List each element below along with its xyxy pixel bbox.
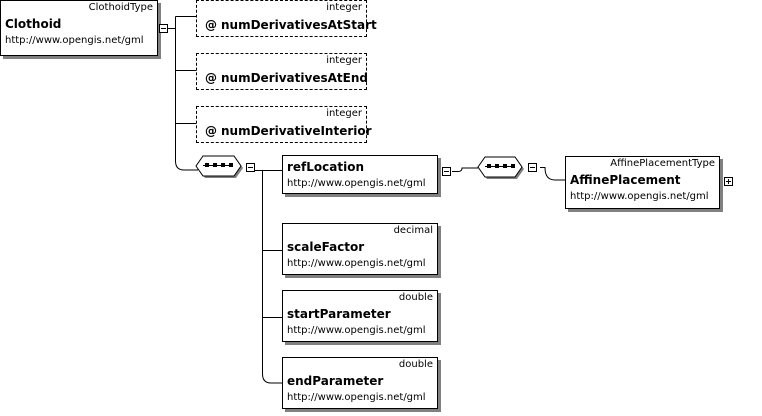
attribute-name: numDerivativesAtEnd: [221, 71, 368, 85]
element-namespace: http://www.opengis.net/gml: [287, 178, 426, 189]
element-affine-placement[interactable]: AffinePlacementType AffinePlacement http…: [565, 156, 720, 209]
attribute-at-icon: @: [205, 18, 217, 32]
attribute-num-derivatives-at-start[interactable]: integer @ numDerivativesAtStart: [196, 0, 377, 37]
root-element-name: Clothoid: [5, 17, 62, 31]
attribute-num-derivatives-at-end[interactable]: integer @ numDerivativesAtEnd: [196, 53, 368, 90]
element-namespace: http://www.opengis.net/gml: [287, 258, 426, 269]
sequence-compositor-icon[interactable]: [478, 157, 523, 178]
element-namespace: http://www.opengis.net/gml: [570, 191, 709, 202]
root-collapse-toggle[interactable]: [159, 24, 168, 33]
element-name: AffinePlacement: [570, 173, 681, 187]
ref-location-collapse-toggle[interactable]: [442, 167, 451, 176]
sequence-compositor-icon[interactable]: [196, 156, 242, 177]
root-namespace: http://www.opengis.net/gml: [5, 35, 144, 46]
affine-placement-expand-toggle[interactable]: [724, 177, 733, 186]
attribute-type-label: integer: [326, 55, 362, 66]
attribute-name: numDerivativesAtStart: [221, 18, 377, 32]
element-name: startParameter: [287, 307, 391, 321]
root-type-box[interactable]: ClothoidType Clothoid http://www.opengis…: [0, 0, 158, 56]
sequence-2-collapse-toggle[interactable]: [528, 163, 537, 172]
root-type-label: ClothoidType: [88, 2, 153, 13]
attribute-at-icon: @: [205, 124, 217, 138]
element-start-parameter[interactable]: double startParameter http://www.opengis…: [282, 290, 438, 342]
element-name: endParameter: [287, 374, 384, 388]
element-type-label: AffinePlacementType: [610, 158, 715, 169]
element-end-parameter[interactable]: double endParameter http://www.opengis.n…: [282, 357, 438, 409]
sequence-collapse-toggle[interactable]: [246, 163, 255, 172]
element-namespace: http://www.opengis.net/gml: [287, 325, 426, 336]
element-type-label: double: [398, 359, 433, 370]
attribute-num-derivative-interior[interactable]: integer @ numDerivativeInterior: [196, 106, 372, 143]
element-ref-location[interactable]: refLocation http://www.opengis.net/gml: [282, 155, 438, 194]
element-name: scaleFactor: [287, 240, 365, 254]
attribute-type-label: integer: [326, 108, 362, 119]
element-scale-factor[interactable]: decimal scaleFactor http://www.opengis.n…: [282, 223, 438, 275]
attribute-name: numDerivativeInterior: [221, 124, 372, 138]
element-namespace: http://www.opengis.net/gml: [287, 392, 426, 403]
element-type-label: decimal: [393, 225, 433, 236]
element-name: refLocation: [287, 160, 365, 174]
attribute-at-icon: @: [205, 71, 217, 85]
attribute-type-label: integer: [326, 2, 362, 13]
element-type-label: double: [398, 292, 433, 303]
